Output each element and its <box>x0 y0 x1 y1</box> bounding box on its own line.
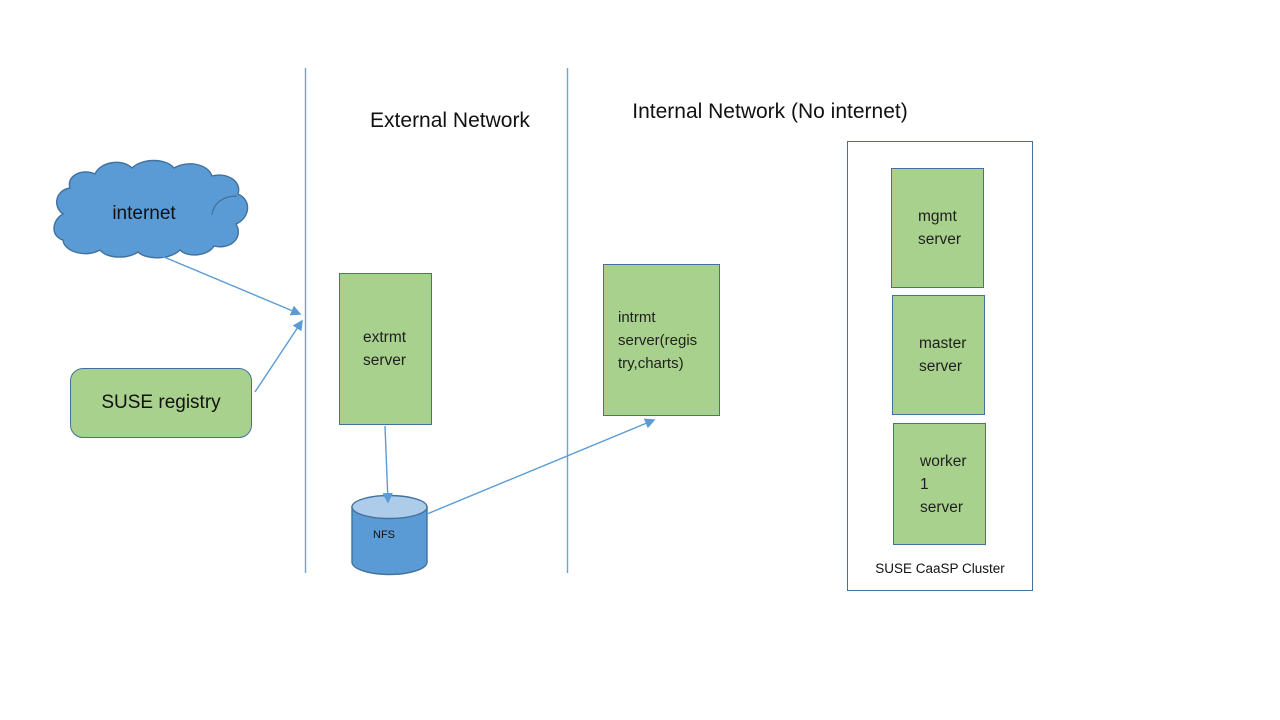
master-server-label: server <box>919 358 963 375</box>
nfs-cylinder-top <box>351 494 428 520</box>
worker1-server-label: server <box>920 498 964 516</box>
master-server-node: master server <box>892 295 985 415</box>
nfs-label: NFS <box>373 529 395 541</box>
extrmt-server-label: extrmt <box>363 329 407 346</box>
suse-caasp-cluster-box: SUSE CaaSP Cluster <box>847 141 1033 591</box>
suse-registry-node: SUSE registry <box>70 368 252 438</box>
cloud-curl-detail <box>211 195 238 216</box>
edge-internet-to-boundary <box>151 251 302 316</box>
extrmt-server-node: extrmt server <box>339 273 432 425</box>
external-network-label: External Network <box>370 109 530 132</box>
mgmt-server-label: server <box>918 231 962 248</box>
internet-cloud-shape <box>53 159 249 259</box>
intrmt-server-label: server(regis <box>618 331 698 349</box>
internal-network-label: Internal Network (No internet) <box>632 100 908 123</box>
intrmt-server-node: intrmt server(regis try,charts) <box>603 264 720 416</box>
mgmt-server-node: mgmt server <box>891 168 984 288</box>
suse-caasp-cluster-label: SUSE CaaSP Cluster <box>875 561 1005 576</box>
master-server-label: master <box>919 335 967 352</box>
extrmt-server-label: server <box>363 352 407 369</box>
edge-extrmt-to-nfs <box>382 425 393 504</box>
edge-registry-to-boundary <box>254 319 303 393</box>
worker1-server-node: worker 1 server <box>893 423 986 545</box>
worker1-server-label: worker <box>920 452 967 470</box>
edge-nfs-to-intrmt <box>426 418 656 515</box>
intrmt-server-label: intrmt <box>618 308 656 326</box>
worker1-server-label: 1 <box>920 475 929 493</box>
nfs-cylinder-body <box>351 506 428 576</box>
intrmt-server-label: try,charts) <box>618 354 684 372</box>
mgmt-server-label: mgmt <box>918 208 957 225</box>
internet-cloud-label: internet <box>112 203 176 224</box>
suse-registry-label: SUSE registry <box>101 392 221 413</box>
